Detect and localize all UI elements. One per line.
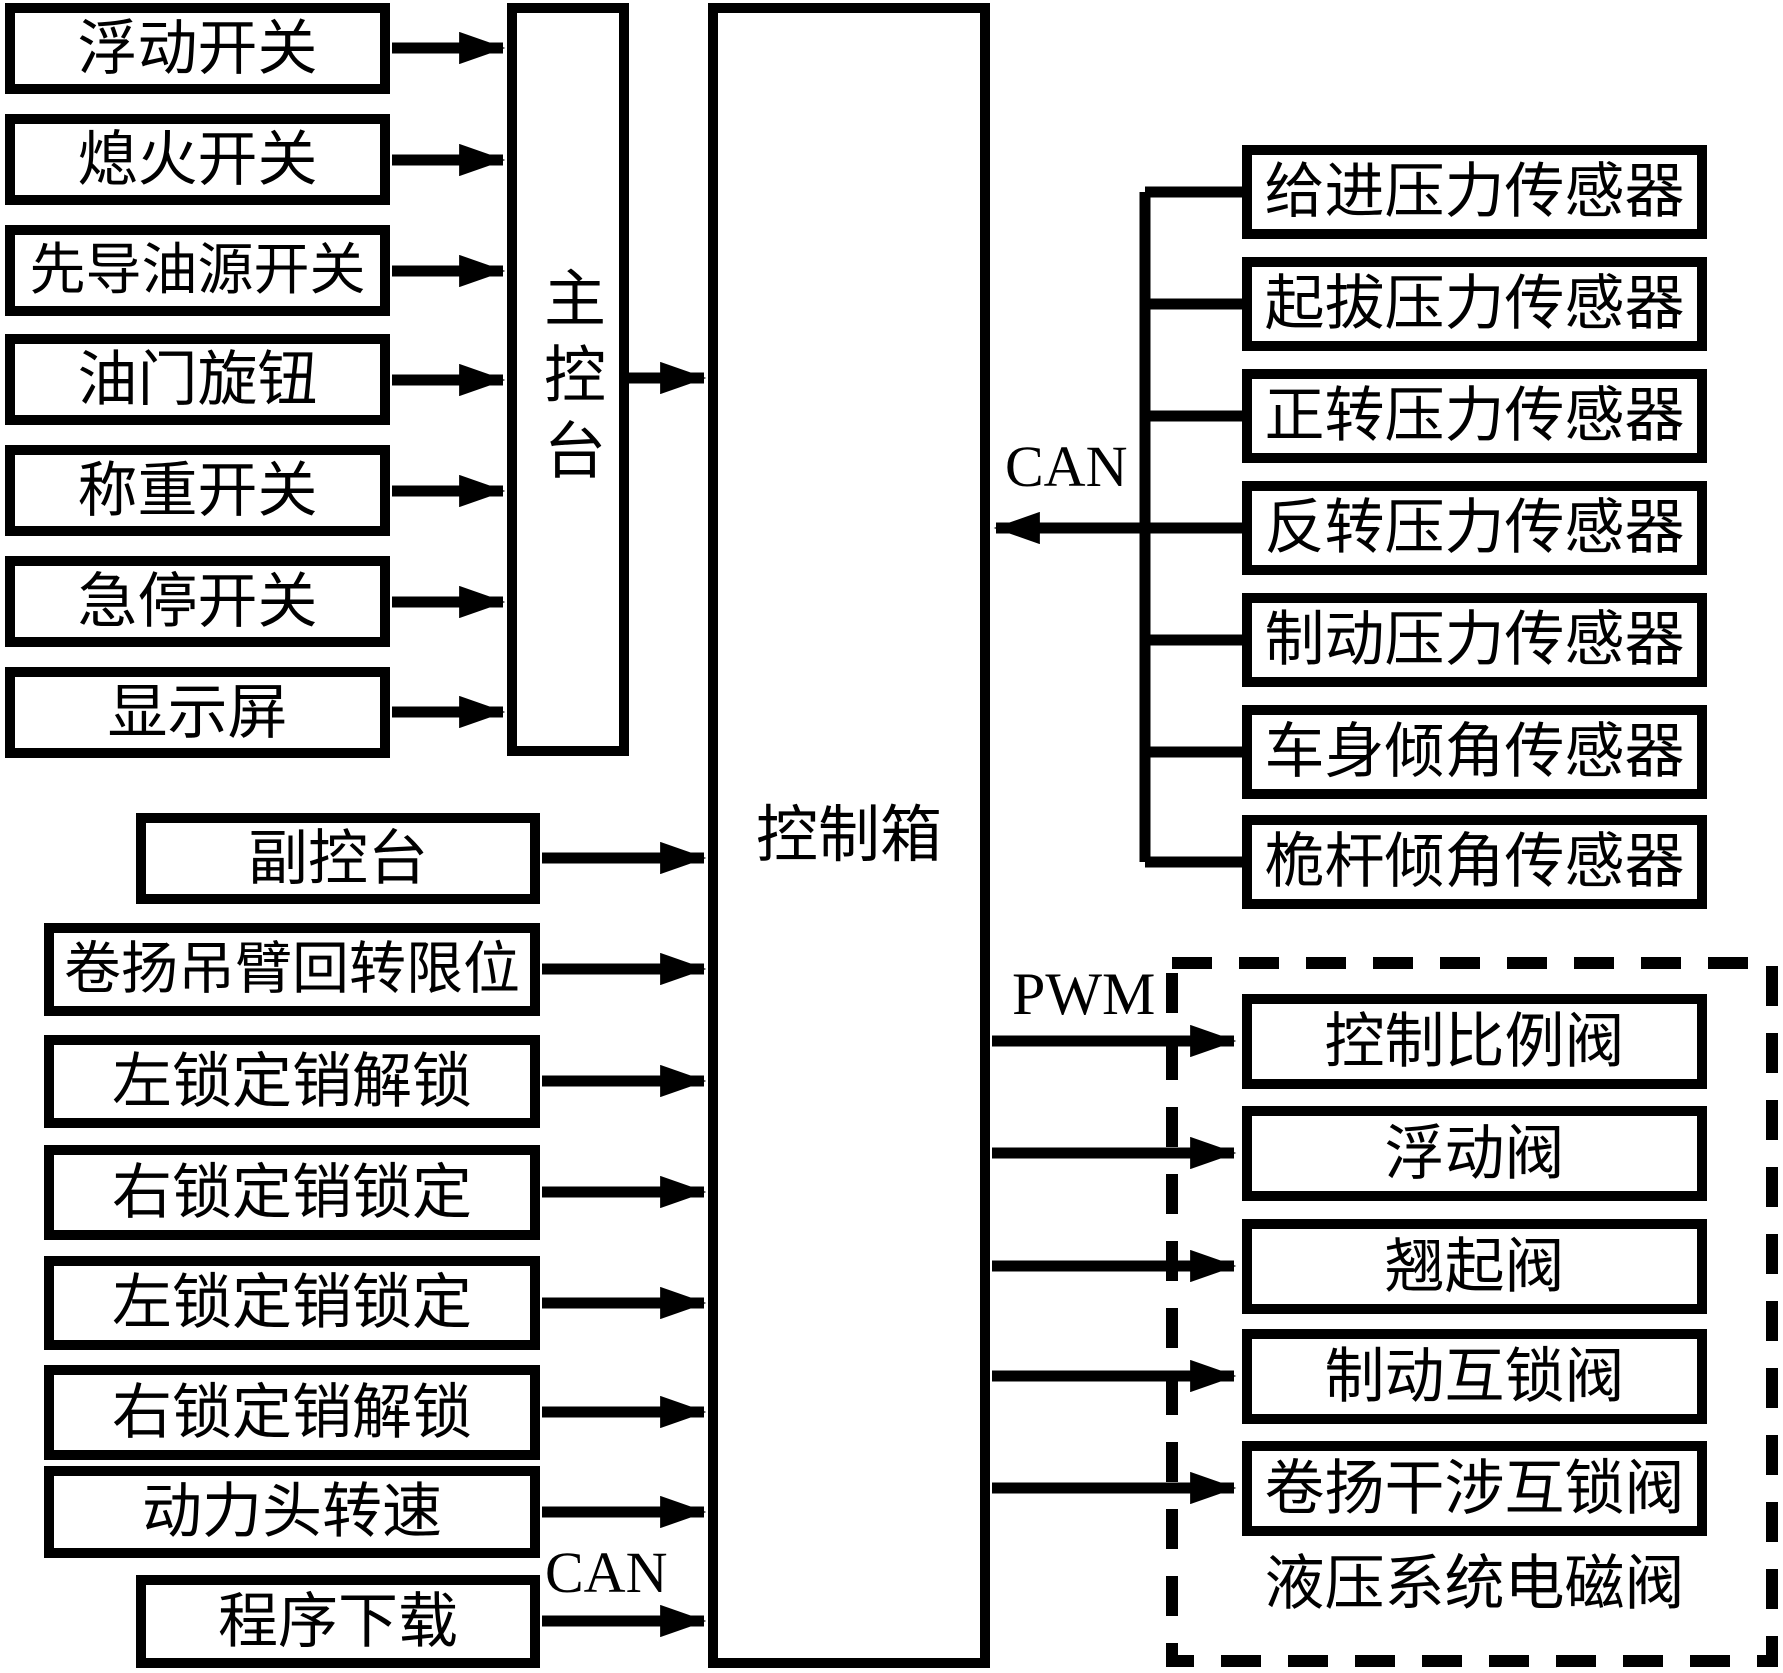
label-pwm-valve-bus: PWM xyxy=(1012,961,1156,1027)
box-reverse-pressure-sensor: 反转压力传感器 xyxy=(1242,481,1707,575)
box-forward-pressure-sensor: 正转压力传感器 xyxy=(1242,369,1707,463)
box-float-valve: 浮动阀 xyxy=(1242,1106,1707,1201)
box-label: 显示屏 xyxy=(107,679,288,746)
box-label: 翘起阀 xyxy=(1384,1233,1565,1300)
box-tip-up-valve: 翘起阀 xyxy=(1242,1219,1707,1314)
box-weighing-switch: 称重开关 xyxy=(5,445,390,536)
box-label: 动力头转速 xyxy=(142,1479,442,1545)
box-throttle-knob: 油门旋钮 xyxy=(5,334,390,425)
box-label: 程序下载 xyxy=(218,1588,458,1655)
box-label: 制动互锁阀 xyxy=(1324,1343,1625,1410)
box-label: 右锁定销解锁 xyxy=(112,1379,472,1446)
box-estop-switch: 急停开关 xyxy=(5,556,390,647)
box-label: 副控台 xyxy=(248,825,428,892)
box-label: 先导油源开关 xyxy=(29,239,366,302)
box-label: 浮动阀 xyxy=(1384,1120,1565,1187)
box-winch-boom-swing-limit: 卷扬吊臂回转限位 xyxy=(44,923,540,1016)
box-label: 右锁定销锁定 xyxy=(112,1159,472,1226)
box-label: 急停开关 xyxy=(77,568,318,635)
label-hydraulic-solenoid-valve-group: 液压系统电磁阀 xyxy=(1264,1551,1685,1617)
box-pull-pressure-sensor: 起拔压力传感器 xyxy=(1242,257,1707,351)
box-right-lock-pin-lock: 右锁定销锁定 xyxy=(44,1145,540,1240)
box-label: 正转压力传感器 xyxy=(1264,383,1685,449)
box-label: 左锁定销锁定 xyxy=(112,1270,472,1336)
box-label: 控制箱 xyxy=(755,801,942,870)
box-kill-switch: 熄火开关 xyxy=(5,114,390,205)
box-right-lock-pin-unlock: 右锁定销解锁 xyxy=(44,1365,540,1460)
box-display-screen: 显示屏 xyxy=(5,667,390,758)
box-label: 起拔压力传感器 xyxy=(1264,271,1685,337)
box-left-lock-pin-unlock: 左锁定销解锁 xyxy=(44,1035,540,1128)
box-brake-pressure-sensor: 制动压力传感器 xyxy=(1242,593,1707,687)
box-label: 左锁定销解锁 xyxy=(112,1048,472,1115)
label-can-program-download: CAN xyxy=(545,1540,668,1605)
box-label: 主控台 xyxy=(534,265,602,494)
box-winch-interference-interlock-valve: 卷扬干涉互锁阀 xyxy=(1242,1441,1707,1536)
box-label: 浮动开关 xyxy=(77,15,318,82)
box-aux-console: 副控台 xyxy=(136,813,540,904)
box-main-console: 主控台 xyxy=(507,3,629,756)
box-brake-interlock-valve: 制动互锁阀 xyxy=(1242,1329,1707,1424)
box-label: 卷扬吊臂回转限位 xyxy=(64,938,520,1001)
hydraulic-valve-group-dashed-border xyxy=(1166,957,1778,1667)
box-label: 卷扬干涉互锁阀 xyxy=(1264,1455,1685,1522)
box-power-head-speed: 动力头转速 xyxy=(44,1466,540,1558)
label-can-sensor-bus: CAN xyxy=(1005,434,1128,499)
box-pilot-oil-switch: 先导油源开关 xyxy=(5,225,390,316)
box-label: 制动压力传感器 xyxy=(1264,607,1685,673)
box-label: 熄火开关 xyxy=(77,126,318,193)
box-body-tilt-sensor: 车身倾角传感器 xyxy=(1242,705,1707,799)
box-label: 称重开关 xyxy=(77,457,318,524)
box-float-switch: 浮动开关 xyxy=(5,3,390,94)
box-label: 反转压力传感器 xyxy=(1264,495,1685,561)
box-control-proportional-valve: 控制比例阀 xyxy=(1242,994,1707,1089)
box-label: 车身倾角传感器 xyxy=(1264,719,1685,785)
box-control-box: 控制箱 xyxy=(708,3,990,1668)
box-label: 给进压力传感器 xyxy=(1264,159,1685,225)
box-label: 控制比例阀 xyxy=(1324,1008,1625,1075)
box-program-download: 程序下载 xyxy=(136,1575,540,1668)
box-left-lock-pin-lock: 左锁定销锁定 xyxy=(44,1256,540,1350)
box-label: 油门旋钮 xyxy=(77,346,318,413)
box-label: 桅杆倾角传感器 xyxy=(1264,829,1685,895)
box-mast-tilt-sensor: 桅杆倾角传感器 xyxy=(1242,815,1707,909)
box-feed-pressure-sensor: 给进压力传感器 xyxy=(1242,145,1707,239)
